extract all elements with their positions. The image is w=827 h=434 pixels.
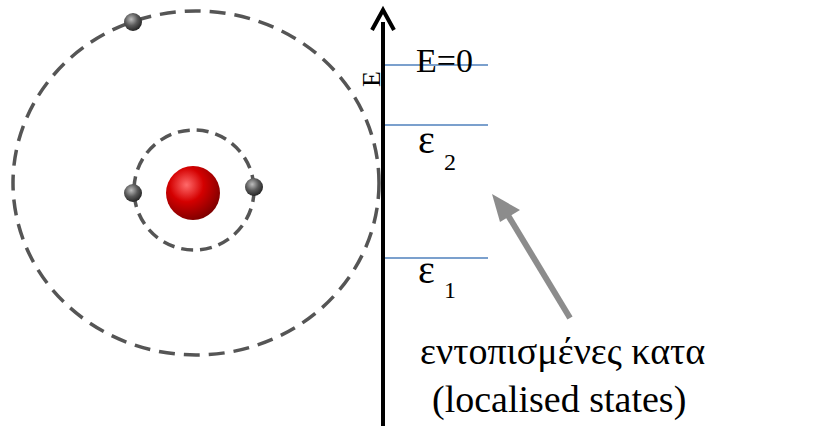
level-symbol: ε (418, 250, 435, 290)
nucleus (166, 166, 220, 220)
axis-letter: E (359, 71, 385, 87)
zero-level-label: E=0 (416, 44, 473, 78)
electron (124, 13, 142, 31)
annotation-text: εντοπισμένες κατα (420, 332, 705, 370)
annotation-text: (localised states) (432, 380, 686, 418)
pointer-arrow (506, 212, 570, 318)
pointer-arrowhead (492, 194, 520, 222)
energy-level (385, 124, 488, 126)
energy-level (385, 257, 488, 259)
outer-orbit (13, 11, 379, 355)
level-subscript: 2 (444, 150, 456, 174)
level-symbol: ε (418, 120, 435, 160)
axis-arrowhead (372, 10, 394, 30)
level-subscript: 1 (444, 278, 456, 302)
inner-orbit (134, 130, 254, 250)
electron (124, 184, 142, 202)
electron (245, 178, 263, 196)
